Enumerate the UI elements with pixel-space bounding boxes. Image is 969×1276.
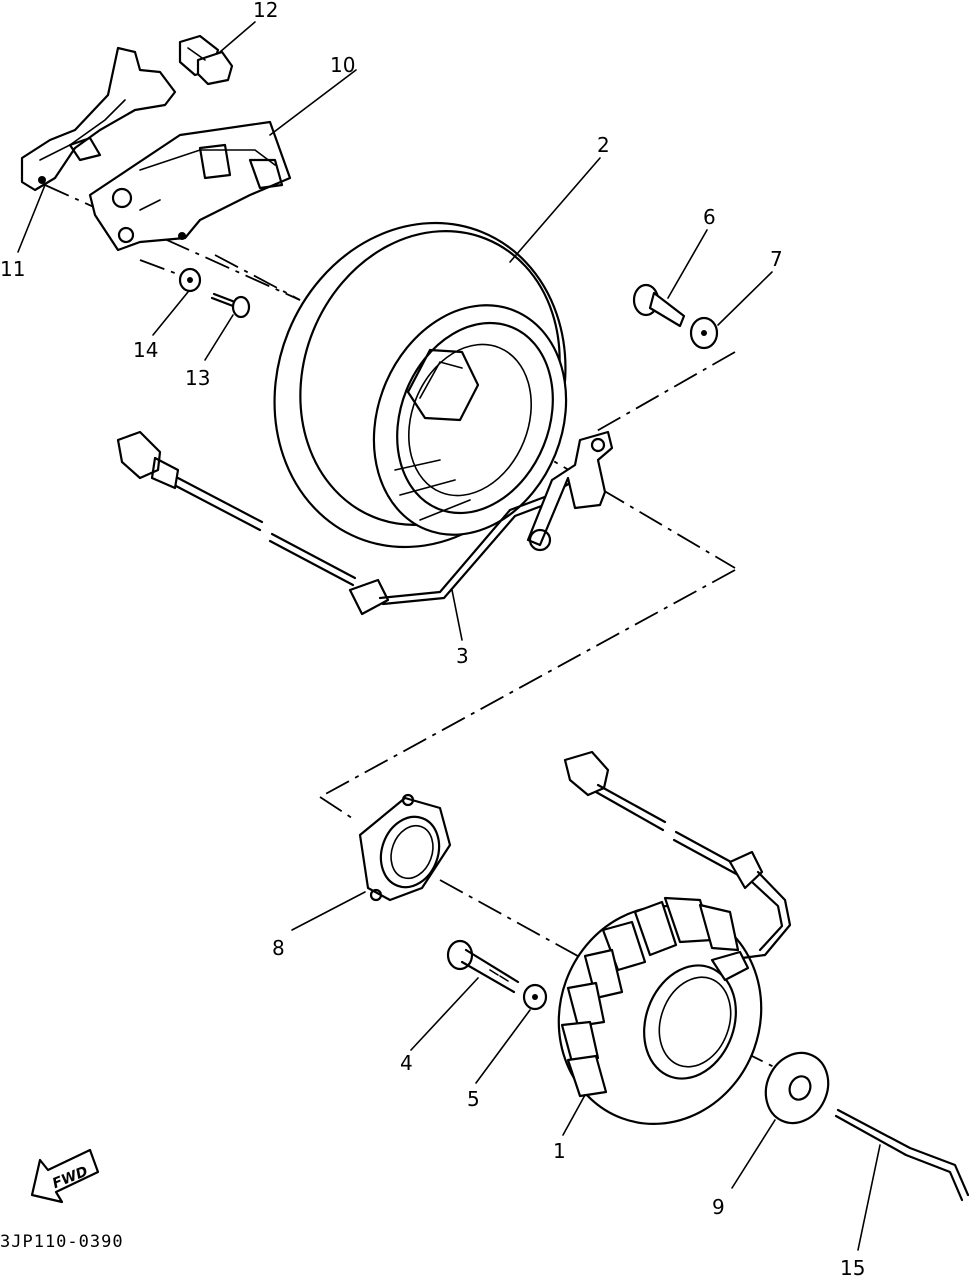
stator-part[interactable] bbox=[528, 750, 792, 1153]
callout-labels: 1 2 3 4 5 6 7 8 9 10 11 12 13 14 15 bbox=[0, 0, 865, 1276]
rotor-part[interactable] bbox=[227, 179, 614, 591]
callout-8: 8 bbox=[272, 936, 285, 960]
callout-6: 6 bbox=[703, 205, 716, 229]
callout-11: 11 bbox=[0, 257, 25, 281]
screw-part-13[interactable] bbox=[210, 292, 251, 319]
cover-plate-part[interactable] bbox=[88, 120, 292, 252]
leader-lines bbox=[17, 21, 881, 1251]
callout-13: 13 bbox=[185, 366, 210, 390]
washer-part-7[interactable] bbox=[689, 316, 719, 350]
callout-4: 4 bbox=[400, 1051, 413, 1075]
washer-part-9[interactable] bbox=[755, 1043, 840, 1134]
bolt-part-6[interactable] bbox=[632, 283, 686, 328]
washer-part-14[interactable] bbox=[178, 267, 202, 293]
callout-1: 1 bbox=[553, 1139, 566, 1163]
callout-12: 12 bbox=[253, 0, 278, 22]
forward-arrow-icon: FWD bbox=[30, 1148, 100, 1204]
wire-clamp-part[interactable] bbox=[834, 1108, 969, 1202]
bolt-part-4[interactable] bbox=[446, 939, 520, 994]
pickup-coil-part[interactable] bbox=[116, 430, 614, 616]
bracket-part[interactable] bbox=[20, 46, 177, 192]
nut-part-5[interactable] bbox=[522, 983, 548, 1011]
callout-3: 3 bbox=[456, 644, 469, 668]
callout-10: 10 bbox=[330, 53, 355, 77]
callout-14: 14 bbox=[133, 338, 158, 362]
callout-5: 5 bbox=[467, 1087, 480, 1111]
callout-15: 15 bbox=[840, 1256, 865, 1276]
diagram-code: 3JP110-0390 bbox=[0, 1232, 124, 1252]
callout-2: 2 bbox=[597, 133, 610, 157]
grommet-part[interactable] bbox=[178, 34, 234, 86]
callout-7: 7 bbox=[770, 247, 783, 271]
seal-housing-part[interactable] bbox=[358, 793, 452, 902]
callout-9: 9 bbox=[712, 1195, 725, 1219]
